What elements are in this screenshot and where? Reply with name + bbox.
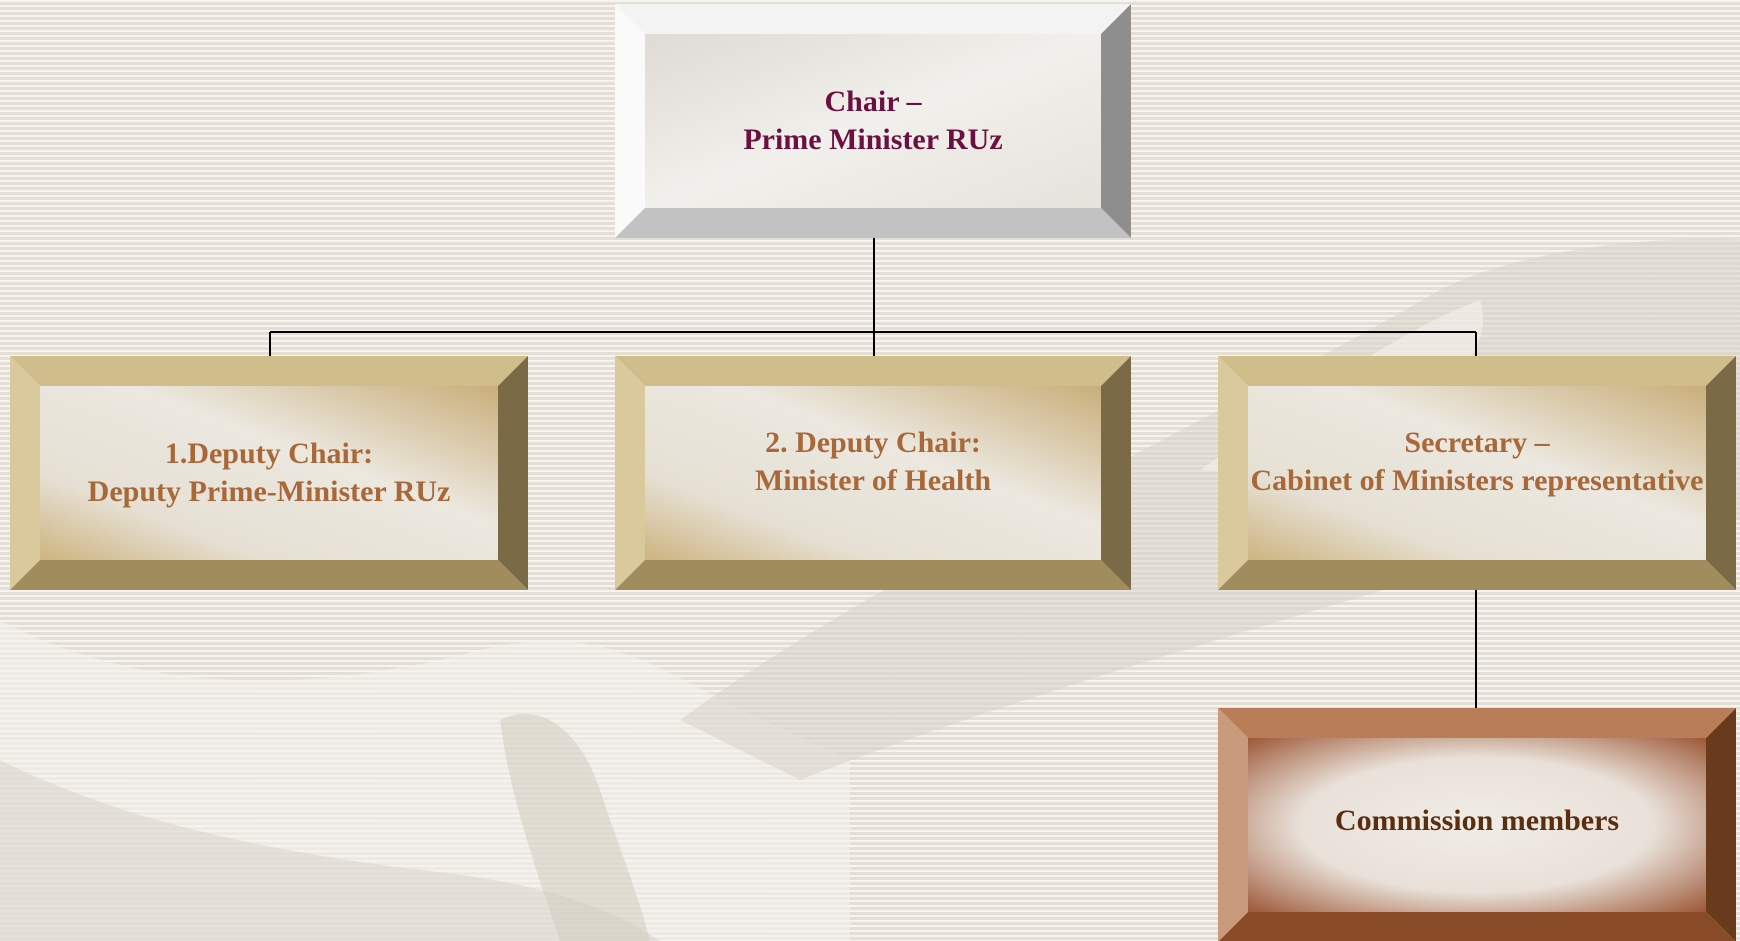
secretary-role: Cabinet of Ministers representative xyxy=(1250,464,1704,497)
commission-members-label: Commission members xyxy=(1334,803,1620,837)
deputy-chair-2-node: 2. Deputy Chair: Minister of Health xyxy=(615,356,1131,590)
deputy-chair-1-title: 1.Deputy Chair: xyxy=(164,437,374,470)
secretary-node: Secretary – Cabinet of Ministers represe… xyxy=(1218,356,1736,590)
secretary-title: Secretary – xyxy=(1404,426,1550,459)
deputy-chair-2-title: 2. Deputy Chair: xyxy=(765,426,981,459)
chair-title: Chair – xyxy=(824,85,922,118)
deputy-chair-1-role: Deputy Prime-Minister RUz xyxy=(87,475,451,508)
commission-members-node: Commission members xyxy=(1218,708,1736,941)
chair-node: Chair – Prime Minister RUz xyxy=(615,4,1131,238)
deputy-chair-1-node: 1.Deputy Chair: Deputy Prime-Minister RU… xyxy=(10,356,528,590)
chair-role: Prime Minister RUz xyxy=(743,123,1003,156)
deputy-chair-2-role: Minister of Health xyxy=(754,464,992,497)
